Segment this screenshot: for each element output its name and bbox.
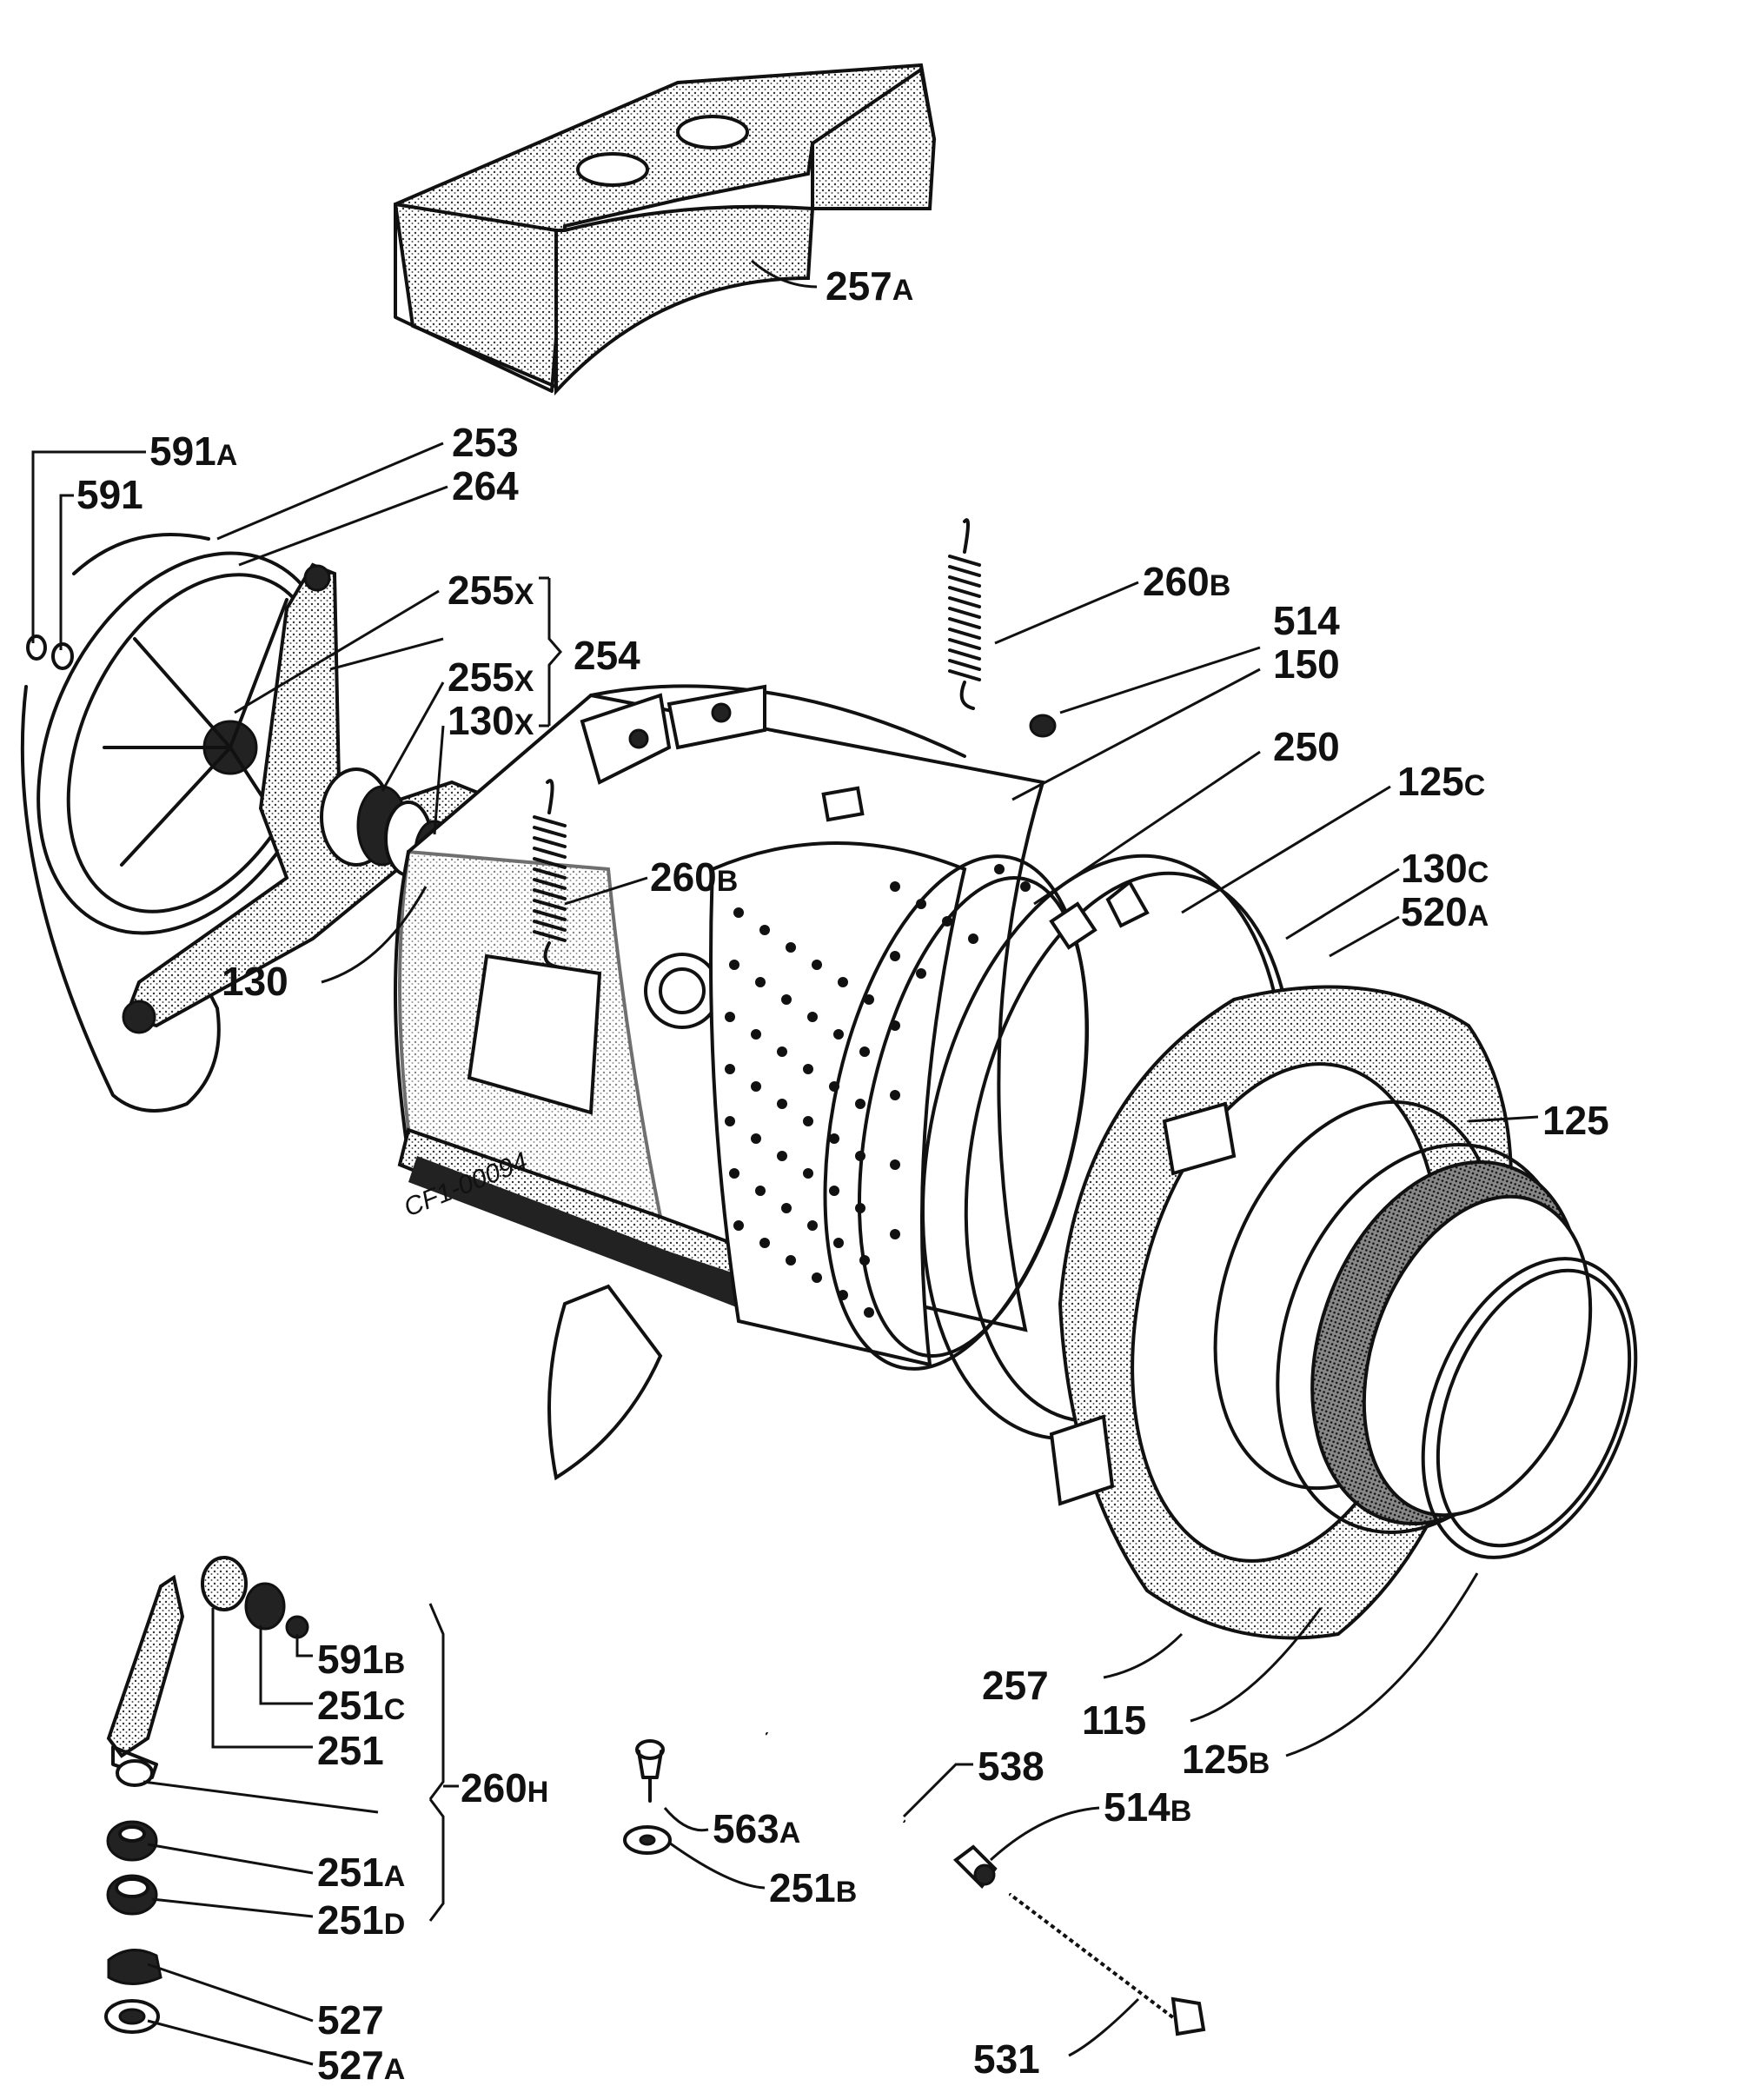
- label-125: 125: [1542, 1098, 1609, 1143]
- label-260h: 260H: [461, 1765, 548, 1810]
- label-130c: 130C: [1401, 846, 1489, 891]
- label-514b: 514B: [1104, 1784, 1191, 1830]
- label-563a: 563A: [713, 1806, 800, 1851]
- label-125b: 125B: [1182, 1737, 1270, 1782]
- label-257: 257: [982, 1663, 1049, 1708]
- shock-absorber-260h: [104, 1556, 309, 2034]
- label-150: 150: [1273, 641, 1340, 687]
- label-251: 251: [317, 1728, 384, 1773]
- label-538: 538: [978, 1744, 1044, 1789]
- label-253: 253: [452, 420, 519, 465]
- label-531: 531: [973, 2036, 1040, 2082]
- drum-perforations: [725, 864, 1031, 1318]
- outer-tub: [394, 684, 1045, 1481]
- label-527: 527: [317, 1997, 384, 2043]
- leader-lines: [31, 259, 1539, 2066]
- door-gasket-115: [1276, 1143, 1593, 1534]
- spring-260b-lower: [533, 779, 567, 968]
- front-ring-250: [823, 854, 1090, 1371]
- spring-260b-upper: [948, 518, 981, 710]
- drum-pulley: [36, 551, 337, 935]
- label-115: 115: [1082, 1697, 1146, 1743]
- rod-538: [765, 1731, 906, 1824]
- washer-251b: [623, 1825, 672, 1855]
- nut-514b: [952, 1844, 998, 1890]
- gasket-clamp-125b: [1421, 1257, 1638, 1559]
- callout-labels: 257A 591A 591 253 264 255X 254 255X 130X…: [76, 263, 1609, 2086]
- label-255x-1: 255X: [448, 568, 534, 613]
- counterweight-257a: [393, 63, 937, 396]
- label-591b: 591B: [317, 1637, 405, 1682]
- washers-591: [26, 634, 74, 670]
- label-527a: 527A: [317, 2043, 405, 2086]
- label-591a: 591A: [149, 428, 237, 474]
- label-251b: 251B: [769, 1865, 857, 1910]
- bolt-531: [1009, 1893, 1206, 2036]
- label-251d: 251D: [317, 1897, 405, 1943]
- label-255x-2: 255X: [448, 654, 534, 700]
- drive-belt: [20, 533, 221, 1113]
- tub-spider-bracket: [122, 562, 502, 1034]
- label-250: 250: [1273, 724, 1340, 769]
- plug-514: [1029, 714, 1057, 738]
- label-260b-upper: 260B: [1143, 559, 1230, 604]
- label-130x: 130X: [448, 698, 534, 743]
- label-254: 254: [574, 633, 640, 678]
- label-264: 264: [452, 463, 519, 508]
- label-514: 514: [1273, 598, 1340, 643]
- label-130: 130: [222, 959, 288, 1004]
- label-520a: 520A: [1401, 889, 1489, 934]
- label-257a: 257A: [826, 263, 913, 309]
- label-251a: 251A: [317, 1850, 405, 1895]
- label-591: 591: [76, 472, 143, 517]
- label-251c: 251C: [317, 1683, 405, 1728]
- label-125c: 125C: [1397, 759, 1485, 804]
- label-260b-lower: 260B: [650, 854, 738, 900]
- screw-563a: [635, 1739, 665, 1803]
